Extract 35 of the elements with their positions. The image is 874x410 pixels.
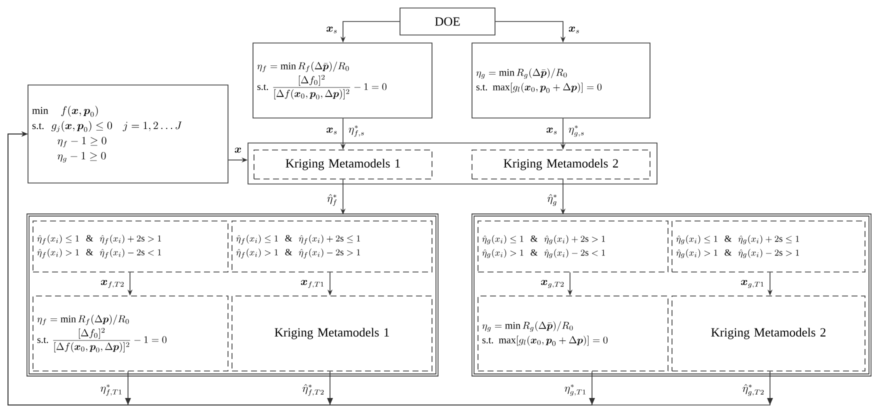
kriging-box: Kriging Metamodels 2 [472, 150, 650, 180]
edge-label: $\hat{\eta}^*_g$ [546, 193, 559, 207]
condition-box: $\hat{\eta}_g(x_i)\le 1\ \ \&\ \ \hat{\eta}_g(x_i)+2\mathrm{s}\le 1$ $\hat{\eta}_g(x_i)>1\ \ \&\ \ \hat{\eta}_g(x_i)-2\mathrm{s}>1$ [672, 220, 866, 272]
edge-label: $\boldsymbol{x}_s$ [567, 26, 581, 34]
condition-box: $\hat{\eta}_g(x_i)\le 1\ \ \&\ \ \hat{\eta}_g(x_i)+2\mathrm{s}>1$ $\hat{\eta}_g(x_i)>1\ \ \&\ \ \hat{\eta}_g(x_i)-2\mathrm{s}<1$ [478, 220, 668, 272]
kriging-box: Kriging Metamodels 1 [254, 150, 432, 180]
condition-box: $\hat{\eta}_f(x_i)\le 1\ \ \&\ \ \hat{\eta}_f(x_i)+2\mathrm{s}\le 1$ $\hat{\eta}_f(x_i)>1\ \ \&\ \ \hat{\eta}_f(x_i)-2\mathrm{s}>1$ [232, 220, 432, 272]
kriging-box: Kriging Metamodels 2 [672, 296, 866, 372]
edge-label: $\boldsymbol{x}_{f,T1}$ [299, 279, 326, 289]
group-box [472, 214, 872, 376]
edge-label: $\boldsymbol{x}_{f,T2}$ [99, 279, 126, 289]
edge-label: $\hat{\eta}^*_{f,T2}$ [301, 383, 326, 397]
formula-box: $\eta_f=\min R_f(\Delta\bar{\boldsymbol{p}})/R_0$ $\text{s.t.}\ \dfrac{[\Delta f_0]^2}{[\Delta f(\boldsymbol{x}_0,\boldsymbol{p}_0,\Delta\boldsymbol{p})]^2}-1=0$ [252, 42, 432, 118]
edge-label: $\eta^*_{f,T1}$ [99, 383, 124, 397]
group-box [26, 214, 438, 376]
formula-box: $\eta_g=\min R_g(\Delta\bar{\boldsymbol{p}})/R_0$ $\text{s.t.}\ \max[g_l(\boldsymbol{x}_0,\boldsymbol{p}_0+\Delta\boldsymbol{p})]=0$ [472, 42, 650, 118]
edge-label: $\hat{\eta}^*_{g,T2}$ [741, 383, 766, 397]
condition-box: $\hat{\eta}_f(x_i)\le 1\ \ \&\ \ \hat{\eta}_f(x_i)+2\mathrm{s}>1$ $\hat{\eta}_f(x_i)>1\ \ \&\ \ \hat{\eta}_f(x_i)-2\mathrm{s}<1$ [32, 220, 228, 272]
formula-box: $\eta_g=\min R_g(\Delta\bar{\boldsymbol{p}})/R_0$ $\text{s.t.}\ \max[g_l(\boldsymbol{x}_0,\boldsymbol{p}_0+\Delta\boldsymbol{p})]=0$ [478, 296, 668, 372]
edge-label: $\eta^*_{g,T1}$ [563, 383, 588, 397]
edge-label: $\boldsymbol{x}_{g,T1}$ [740, 279, 766, 289]
arrow [8, 131, 773, 406]
kriging-box: Kriging Metamodels 1 [232, 296, 432, 372]
formula-box: $\eta_f=\min R_f(\Delta\boldsymbol{p})/R_0$ $\text{s.t.}\ \dfrac{[\Delta f_0]^2}{[\Delta f(\boldsymbol{x}_0,\boldsymbol{p}_0,\Delta\boldsymbol{p})]^2}-1=0$ [32, 296, 228, 372]
group-box [248, 142, 658, 184]
formula-box: $\min\quad f(\boldsymbol{x},\boldsymbol{p}_0)$ $\text{s.t.}\ \ g_j(\boldsymbol{x},\boldsymbol{p}_0)\le 0\quad j=1,2\ldots J$ $\eta_f-1\ge 0$ $\eta_g-1\ge 0$ [28, 84, 228, 184]
edge-label: $\boldsymbol{x}_s$ [325, 26, 339, 34]
process-box: DOE [400, 8, 496, 36]
edge-label: $\boldsymbol{x}_{g,T2}$ [540, 279, 566, 289]
signal-label: $\eta^*_{f,s}$ [347, 124, 366, 138]
edge-label: $\boldsymbol{x}_s$ [325, 126, 339, 136]
edge-label: $\boldsymbol{x}$ [233, 146, 243, 154]
edge-label: $\hat{\eta}^*_f$ [326, 193, 339, 207]
edge-label: $\boldsymbol{x}_s$ [545, 126, 559, 136]
signal-label: $\eta^*_{g,s}$ [567, 124, 586, 138]
